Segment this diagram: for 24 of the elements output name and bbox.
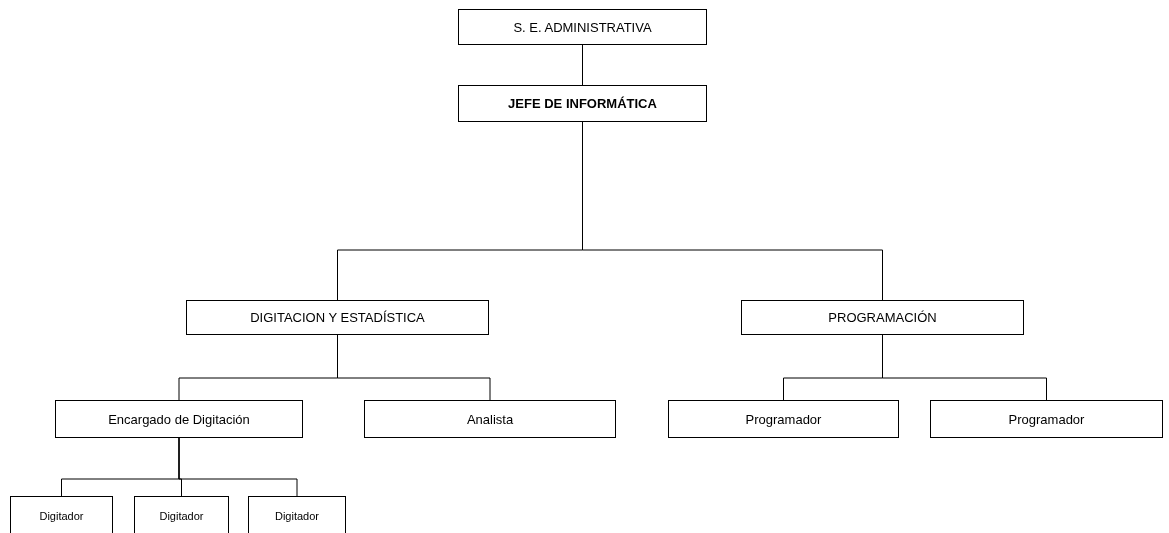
- role-title: Encargado de Digitación: [108, 411, 250, 427]
- role-title: JEFE DE INFORMÁTICA: [508, 96, 657, 111]
- role-title: DIGITACION Y ESTADÍSTICA: [250, 310, 425, 325]
- role-title: Digitador: [159, 510, 204, 522]
- org-box: [134, 496, 229, 533]
- role-title: PROGRAMACIÓN: [828, 310, 937, 325]
- org-box: [10, 496, 113, 533]
- org-box: [55, 400, 303, 438]
- role-title: Programador: [1008, 411, 1085, 427]
- org-box: [930, 400, 1163, 438]
- org-box: [364, 400, 616, 438]
- role-title: Digitador: [39, 510, 84, 522]
- org-box: [458, 9, 707, 45]
- role-title: Analista: [466, 411, 514, 427]
- connector-line: [178, 437, 298, 497]
- org-box: [186, 300, 489, 335]
- role-title: Programador: [745, 411, 822, 427]
- connector-line: [582, 44, 583, 86]
- org-box: [741, 300, 1024, 335]
- org-box: [458, 85, 707, 122]
- role-title: Digitador: [275, 510, 319, 522]
- org-box: [248, 496, 346, 533]
- role-title: S. E. ADMINISTRATIVA: [513, 19, 652, 35]
- org-box: [668, 400, 899, 438]
